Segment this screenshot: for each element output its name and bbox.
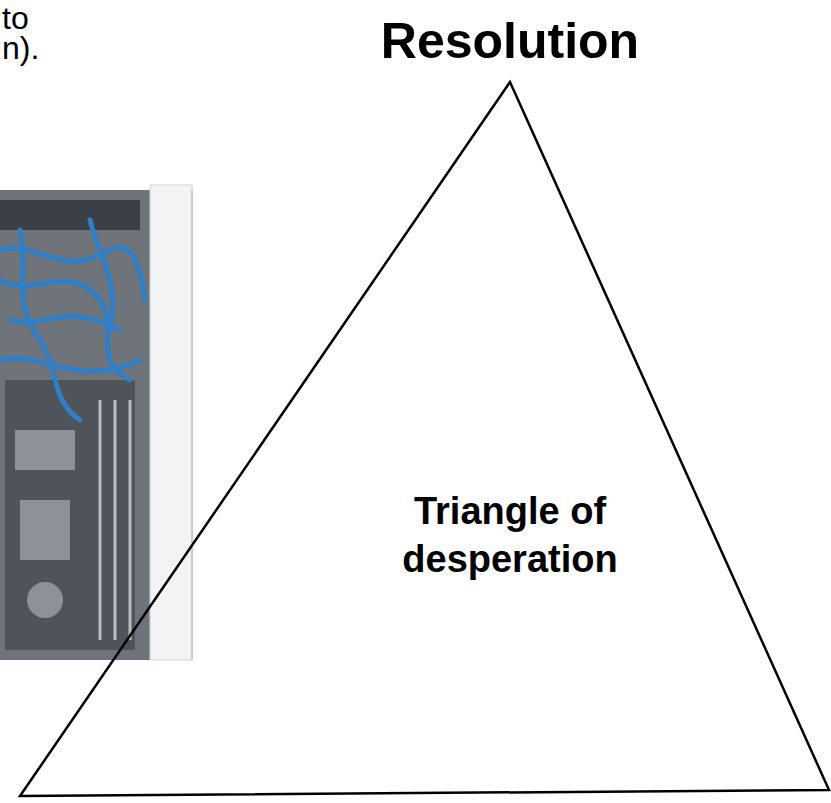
partial-text: n).	[2, 30, 102, 67]
instrument-panel	[150, 185, 192, 660]
triangle-shape: Triangle of desperation	[18, 80, 831, 798]
instrument-lower	[5, 380, 135, 650]
instrument-top	[0, 200, 140, 230]
instrument-parts	[15, 430, 75, 618]
instrument-rods	[100, 400, 130, 640]
instrument-cables	[0, 220, 145, 420]
instrument-edge	[191, 190, 193, 660]
instrument-body	[0, 190, 150, 660]
triangle-caption: Triangle of desperation	[330, 488, 690, 583]
triangle-outline	[18, 80, 831, 798]
vertex-label: Resolution	[330, 12, 690, 70]
